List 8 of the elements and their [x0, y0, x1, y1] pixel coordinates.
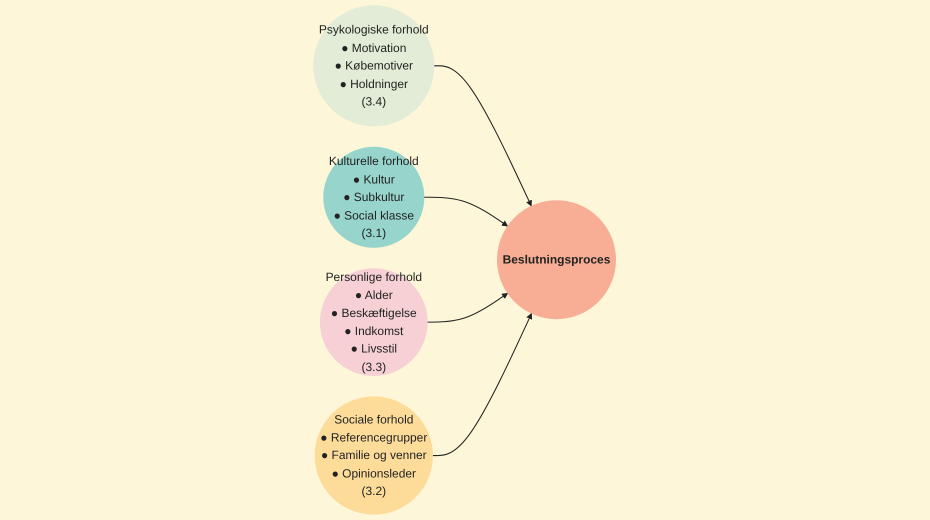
node-circle: Beslutningsproces	[497, 200, 616, 320]
arrow	[434, 65, 532, 206]
node-circle: Psykologiske forhold ● Motivation ● Købemotiver ● Holdninger (3.4)	[314, 5, 435, 126]
node-circle: Sociale forhold ● Referencegrupper ● Familie og venner ● Opinionsleder (3.2)	[315, 396, 434, 515]
arrow	[424, 196, 508, 226]
arrow	[432, 313, 532, 456]
node-circle: Personlige forhold ● Alder ● Beskæftigelse ● Indkomst ● Livsstil (3.3)	[320, 268, 428, 376]
arrow	[428, 292, 508, 323]
